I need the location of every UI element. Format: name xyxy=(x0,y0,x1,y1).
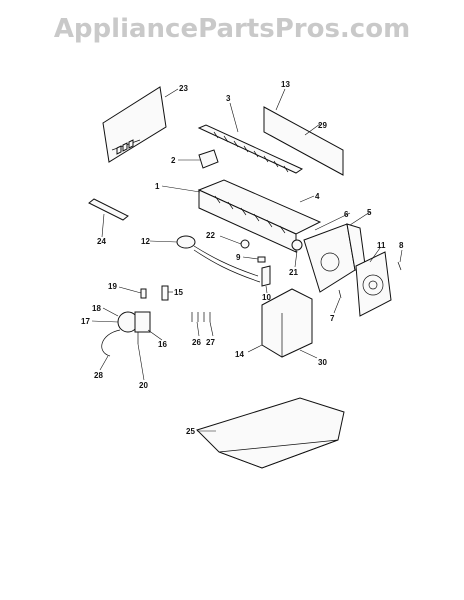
part-3-ejector xyxy=(197,124,304,174)
part-15 xyxy=(161,285,169,301)
callout-2: 2 xyxy=(171,156,176,165)
part-1-mold xyxy=(197,179,322,253)
part-25-bucket xyxy=(196,397,345,469)
callout-22: 22 xyxy=(206,231,215,240)
part-23-cover xyxy=(102,86,167,163)
part-29-rod xyxy=(269,134,344,176)
part-26-27-screws xyxy=(191,312,211,322)
callout-10: 10 xyxy=(262,293,271,302)
part-10 xyxy=(261,265,271,287)
callout-3: 3 xyxy=(226,94,231,103)
part-11-motor xyxy=(355,251,392,317)
callout-15: 15 xyxy=(174,288,183,297)
leader-lines xyxy=(91,88,403,432)
callout-6: 6 xyxy=(344,210,349,219)
callout-25: 25 xyxy=(186,427,195,436)
callout-19: 19 xyxy=(108,282,117,291)
callout-17: 17 xyxy=(81,317,90,326)
callout-4: 4 xyxy=(315,192,320,201)
callout-labels: 23 3 13 29 2 1 4 6 5 11 12 22 9 10 21 8 … xyxy=(81,80,404,436)
callout-28: 28 xyxy=(94,371,103,380)
part-5-housing xyxy=(303,223,367,293)
callout-30: 30 xyxy=(318,358,327,367)
callout-18: 18 xyxy=(92,304,101,313)
part-14-30-cover xyxy=(261,288,313,358)
callout-27: 27 xyxy=(206,338,215,347)
callout-23: 23 xyxy=(179,84,188,93)
callout-7: 7 xyxy=(330,314,335,323)
callout-8: 8 xyxy=(399,241,404,250)
part-9 xyxy=(257,256,266,263)
callout-5: 5 xyxy=(367,208,372,217)
callout-12: 12 xyxy=(141,237,150,246)
part-7-screw xyxy=(338,289,342,299)
part-12-harness xyxy=(176,235,261,283)
callout-20: 20 xyxy=(139,381,148,390)
part-8-screw xyxy=(397,261,402,271)
part-24-tube xyxy=(88,198,129,221)
callout-9: 9 xyxy=(236,253,241,262)
callout-24: 24 xyxy=(97,237,106,246)
callout-14: 14 xyxy=(235,350,244,359)
callout-16: 16 xyxy=(158,340,167,349)
watermark: AppliancePartsPros.com xyxy=(53,14,411,44)
part-16-water-valve xyxy=(101,311,151,357)
callout-1: 1 xyxy=(155,182,160,191)
callout-29: 29 xyxy=(318,121,327,130)
callout-13: 13 xyxy=(281,80,290,89)
callout-26: 26 xyxy=(192,338,201,347)
part-2-stripper xyxy=(198,149,219,169)
part-19 xyxy=(140,288,147,299)
callout-21: 21 xyxy=(289,268,298,277)
part-22 xyxy=(240,239,250,249)
part-13-shield xyxy=(263,106,344,176)
callout-11: 11 xyxy=(377,241,386,250)
part-21 xyxy=(291,239,303,251)
